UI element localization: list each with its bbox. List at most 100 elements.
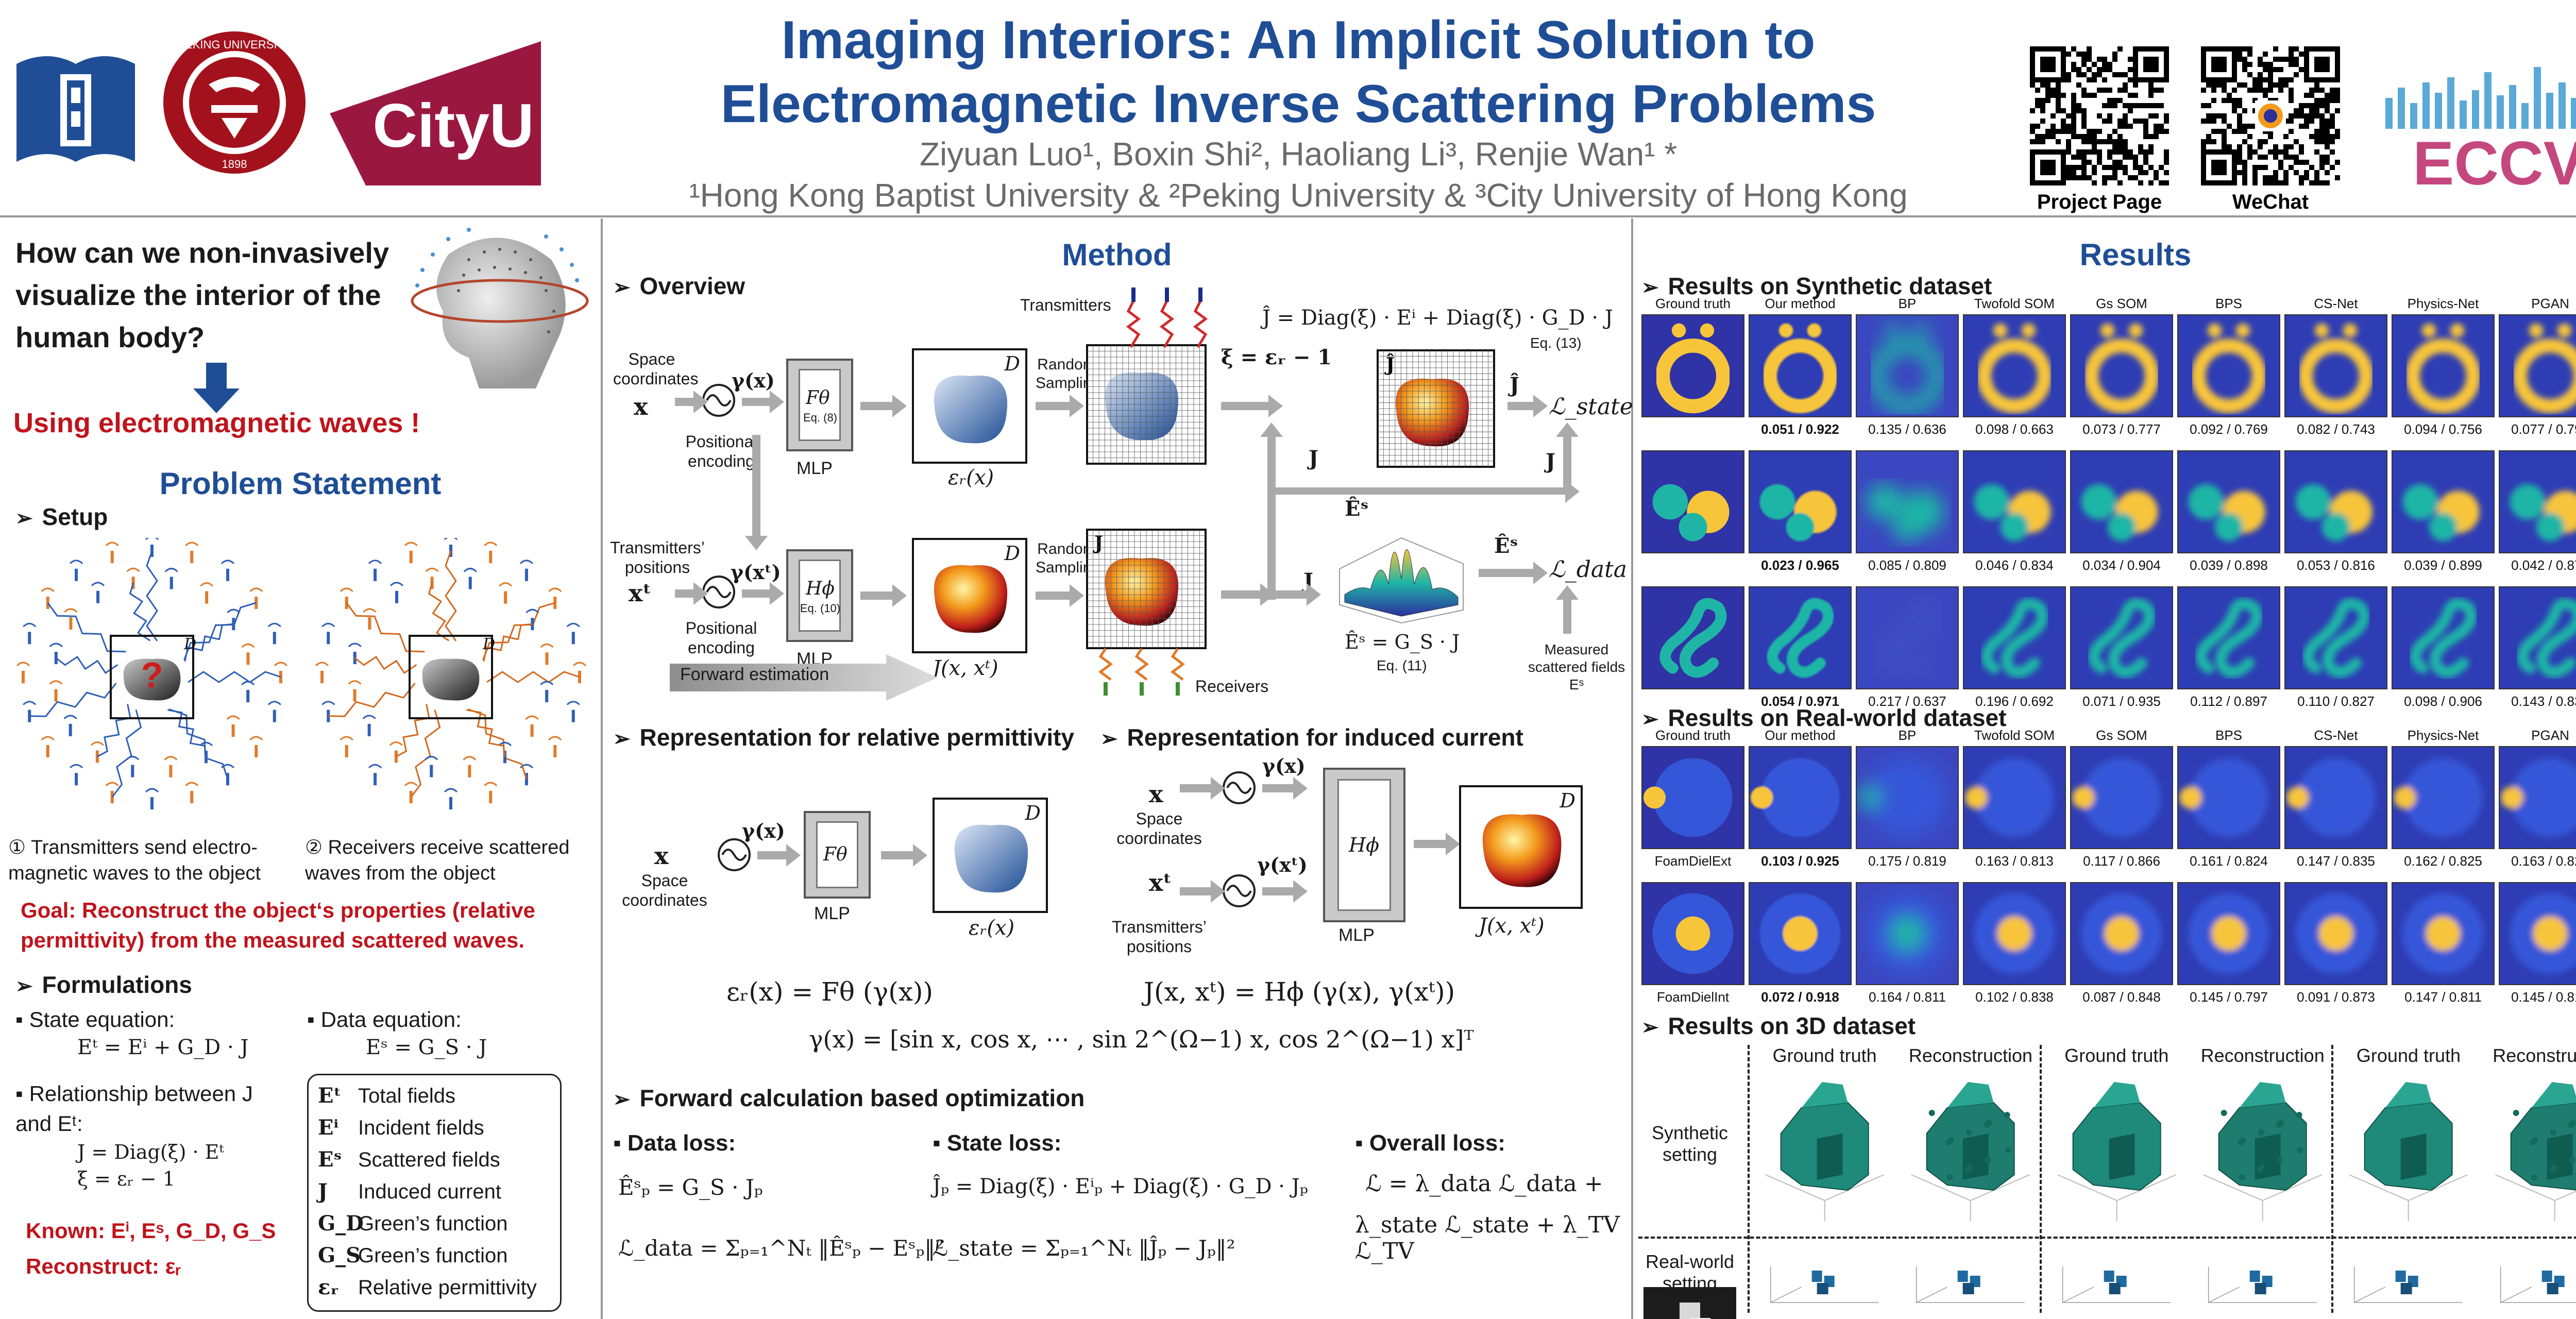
method-title: Method	[1062, 238, 1172, 272]
arrow	[860, 584, 907, 607]
metric-rmse-ssim: 0.091 / 0.873	[2297, 989, 2375, 1005]
l-state-label: ℒ_state	[1549, 394, 1633, 420]
eccv-logo-icon: ECCV	[2385, 67, 2576, 191]
d3-divider-v	[2039, 1045, 2042, 1313]
method-column-header: CS-Net	[2314, 728, 2358, 743]
scattered-field-surface-plot	[1339, 537, 1464, 624]
result-image	[2499, 586, 2576, 689]
arrow	[757, 844, 801, 867]
chevron-right-icon: ➢	[1100, 728, 1118, 750]
result-reconstruction	[1867, 893, 1948, 974]
rep-permittivity-heading: ➢Representation for relative permittivit…	[613, 723, 1074, 751]
estimated-current-grid: Ĵ	[1377, 349, 1495, 468]
h-phi-mlp: Hϕ Eq. (10)	[786, 549, 853, 642]
overall-loss-label: Overall loss:	[1369, 1130, 1505, 1156]
data-loss-eq-2: ℒ_data = Σₚ₌₁^Nₜ ‖Êˢₚ − Eˢₚ‖²	[618, 1236, 944, 1261]
metric-rmse-ssim: 0.147 / 0.811	[2404, 989, 2482, 1005]
formulations-label: Formulations	[42, 971, 192, 998]
mlp-layer	[799, 560, 841, 632]
result-reconstruction	[2081, 484, 2158, 542]
known-variables: Known: Eⁱ, Eˢ, G_D, G_S	[26, 1219, 276, 1243]
rep-gamma-x-2: γ(x)	[1262, 754, 1306, 777]
permittivity-output: D	[912, 348, 1027, 464]
result-image	[2392, 586, 2495, 689]
eccv-logo-text: ECCV	[2413, 129, 2576, 191]
mlp-layer	[799, 369, 841, 441]
es-equation: Êˢ = G_S · J	[1345, 631, 1460, 653]
result-reconstruction	[1974, 484, 2051, 542]
result-image	[2499, 450, 2576, 553]
d3-row-synthetic: Synthetic setting	[1651, 1122, 1728, 1165]
wechat-qr-code[interactable]	[2196, 41, 2345, 191]
d3-column-header: Ground truth	[2356, 1045, 2461, 1066]
method-column-header: Gs SOM	[2096, 728, 2147, 743]
d3-divider-v	[1748, 1045, 1750, 1313]
metric-rmse-ssim: 0.103 / 0.925	[1761, 853, 1839, 869]
result-reconstruction	[2402, 893, 2484, 974]
receivers-label: Receivers	[1195, 677, 1269, 696]
result-reconstruction	[2286, 758, 2376, 837]
legend-symbol: Eⁱ	[318, 1115, 339, 1140]
rep-permittivity-label: Representation for relative permittivity	[639, 724, 1075, 751]
result-reconstruction	[2517, 598, 2576, 678]
arrow-up	[1556, 585, 1579, 634]
project-page-label: Project Page	[2037, 191, 2162, 213]
metric-rmse-ssim: 0.196 / 0.692	[1975, 694, 2054, 709]
chevron-right-icon: ➢	[1641, 708, 1659, 731]
poster-header: PEKING UNIVERSITY 1898 CityU Imaging Int…	[0, 0, 2576, 215]
metric-rmse-ssim: 0.163 / 0.813	[1975, 853, 2054, 869]
result-image	[2392, 746, 2495, 849]
arrow	[675, 582, 708, 605]
rep-h-phi-mlp: Hϕ	[1323, 768, 1405, 922]
metric-rmse-ssim: 0.034 / 0.904	[2082, 557, 2161, 573]
gamma-equation: γ(x) = [sin x, cos x, ⋯ , sin 2^(Ω−1) x,…	[809, 1025, 1474, 1053]
method-column-header: PGAN	[2531, 296, 2569, 311]
arrow-up	[1556, 422, 1579, 492]
arrow	[1273, 480, 1580, 503]
arrow	[1414, 833, 1460, 855]
result-reconstruction	[1652, 893, 1734, 974]
rep-space-coords: Space coordinates	[622, 871, 707, 909]
receiver-diagram: D	[315, 538, 587, 809]
method-column-header: CS-Net	[2314, 296, 2358, 311]
sample-name: FoamDielInt	[1656, 989, 1730, 1005]
f-theta-equation: εᵣ(x) = Fθ (γ(x))	[726, 977, 933, 1007]
result-image	[1963, 746, 2066, 849]
d3-real-render	[2500, 1266, 2576, 1303]
state-loss-heading: ▪ State loss:	[933, 1130, 1062, 1156]
answer-text: Using electromagnetic waves !	[13, 408, 420, 438]
metric-rmse-ssim: 0.145 / 0.797	[2190, 989, 2268, 1005]
rep-f-theta-mlp: Fθ	[804, 811, 871, 899]
d3-real-render	[2354, 1266, 2463, 1303]
result-image	[1963, 450, 2066, 553]
question-mark-icon: ?	[141, 655, 163, 695]
metric-rmse-ssim: 0.145 / 0.810	[2511, 989, 2576, 1005]
metric-rmse-ssim: 0.217 / 0.637	[1868, 694, 1946, 709]
es-hat-label-top: Êˢ	[1345, 497, 1369, 521]
metric-rmse-ssim: 0.162 / 0.825	[2404, 853, 2482, 869]
relationship-label: ▪ Relationship between J and Eᵗ:	[15, 1081, 253, 1136]
result-reconstruction	[1652, 484, 1730, 542]
result-reconstruction	[2302, 598, 2370, 678]
project-page-qr-code[interactable]	[2025, 41, 2174, 191]
data-eq-label-text: Data equation:	[320, 1007, 462, 1031]
d3-real-render	[1916, 1266, 2025, 1303]
d3-synthetic-render	[2495, 1082, 2576, 1221]
hkbu-logo-icon	[16, 56, 135, 162]
eq10-label: Eq. (10)	[800, 602, 841, 615]
arrow	[1262, 880, 1308, 903]
result-image	[2284, 450, 2387, 553]
result-reconstruction	[1655, 323, 1731, 414]
pku-ring-text: PEKING UNIVERSITY	[177, 38, 292, 51]
result-image	[2177, 586, 2280, 689]
arrow	[1479, 562, 1548, 584]
eq8-label: Eq. (8)	[803, 411, 838, 424]
synthetic-label: Results on Synthetic dataset	[1668, 273, 1992, 299]
result-image	[1749, 882, 1852, 985]
mlp-layer	[1337, 779, 1391, 911]
metric-rmse-ssim: 0.085 / 0.809	[1868, 557, 1946, 573]
real-world-photo	[1643, 1287, 1736, 1319]
column-divider-1	[601, 218, 603, 1319]
